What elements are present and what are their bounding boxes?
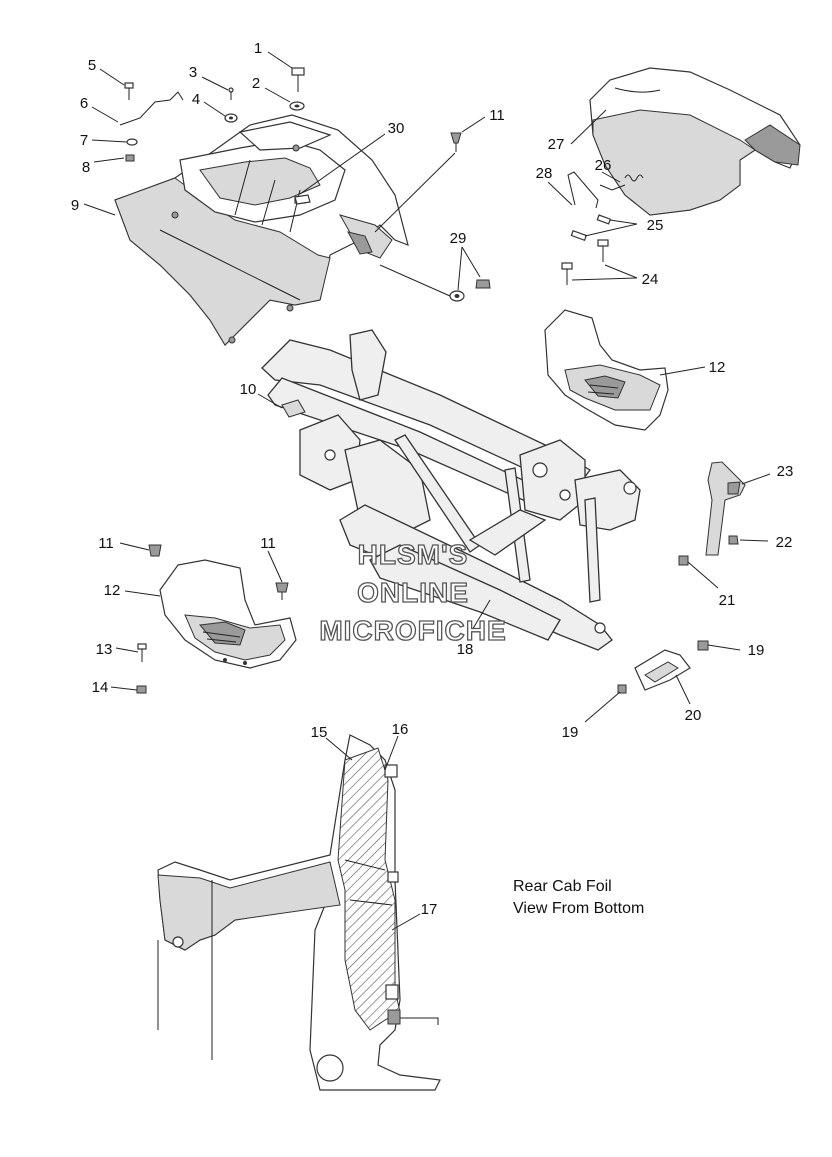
callout-28: 28	[536, 165, 553, 182]
rear-cab-hardware	[119, 67, 491, 302]
callout-3: 3	[189, 64, 197, 81]
rear-cab-fender	[114, 114, 409, 346]
callout-7: 7	[80, 132, 88, 149]
callout-17: 17	[421, 901, 438, 918]
callout-29: 29	[450, 230, 467, 247]
note-line2: View From Bottom	[513, 900, 644, 917]
callout-23: 23	[777, 463, 794, 480]
callout-4: 4	[192, 91, 200, 108]
watermark-line2: ONLINE	[357, 577, 469, 608]
callout-11-mid: 11	[260, 535, 276, 552]
watermark-line1: HLSM'S	[358, 539, 469, 570]
callout-19-right: 19	[748, 642, 765, 659]
seat-latch-hardware	[561, 171, 644, 285]
callout-6: 6	[80, 95, 88, 112]
callout-10: 10	[240, 381, 257, 398]
main-frame	[261, 329, 641, 651]
note-line1: Rear Cab Foil	[513, 878, 612, 895]
watermark-line3: MICROFICHE	[319, 615, 506, 646]
callout-24: 24	[642, 271, 659, 288]
bracket-20	[617, 640, 709, 694]
callout-18: 18	[457, 641, 474, 658]
callout-30: 30	[388, 120, 405, 137]
callout-1: 1	[254, 40, 262, 57]
callout-9: 9	[71, 197, 79, 214]
callout-21: 21	[719, 592, 736, 609]
callout-14: 14	[92, 679, 109, 696]
callout-15: 15	[311, 724, 328, 741]
callout-8: 8	[82, 159, 90, 176]
callout-11-left: 11	[98, 535, 114, 552]
callout-16: 16	[392, 721, 409, 738]
callout-12-right: 12	[709, 359, 726, 376]
watermark: HLSM'S ONLINE MICROFICHE	[319, 538, 507, 646]
rear-cab-foil-view	[157, 734, 441, 1091]
footwell-left-hardware	[136, 544, 289, 694]
callout-26: 26	[595, 157, 612, 174]
callout-19-left: 19	[562, 724, 579, 741]
callout-5: 5	[88, 57, 96, 74]
footwell-left	[159, 559, 297, 669]
view-note: Rear Cab Foil View From Bottom	[513, 878, 644, 917]
callout-20: 20	[685, 707, 702, 724]
callout-22: 22	[776, 534, 793, 551]
seat	[589, 67, 801, 216]
callout-2: 2	[252, 75, 260, 92]
callout-25: 25	[647, 217, 664, 234]
callout-12-left: 12	[104, 582, 121, 599]
callout-13: 13	[96, 641, 113, 658]
callout-27: 27	[548, 136, 565, 153]
bracket-23	[678, 461, 746, 566]
leader-lines	[83, 51, 771, 931]
callout-labels: 1 2 3 4 5 6 7 8 9 30 11 27 26 28 25 29 2…	[71, 40, 794, 918]
footwell-right	[544, 309, 669, 431]
callout-11-top: 11	[489, 107, 505, 124]
